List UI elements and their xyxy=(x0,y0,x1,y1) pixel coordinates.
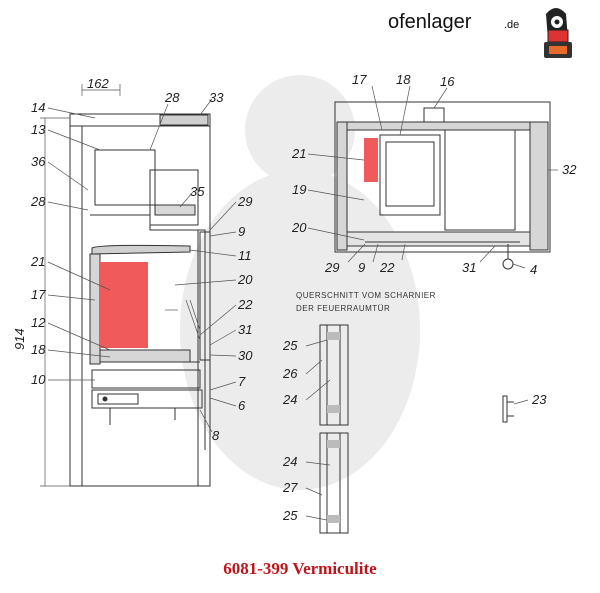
product-caption: 6081-399 Vermiculite xyxy=(223,559,377,578)
part-label: 14 xyxy=(31,100,45,115)
part-label: 24 xyxy=(282,454,297,469)
part-label: 20 xyxy=(237,272,253,287)
part-label: 21 xyxy=(30,254,45,269)
part-label: 12 xyxy=(31,315,46,330)
dim-width: 162 xyxy=(87,76,109,91)
brand-name: ofenlager xyxy=(388,11,472,33)
dim-height: 914 xyxy=(12,328,27,350)
part-label: 30 xyxy=(238,348,253,363)
brand-logo: ofenlager .de xyxy=(388,8,572,58)
part-label: 31 xyxy=(238,322,252,337)
part-label: 26 xyxy=(282,366,298,381)
part-label: 7 xyxy=(238,374,246,389)
part-label: 16 xyxy=(440,74,455,89)
part-label: 13 xyxy=(31,122,46,137)
highlighted-part-21 xyxy=(100,262,148,348)
part-label: 18 xyxy=(396,72,411,87)
part-label: 6 xyxy=(238,398,246,413)
part-label: 32 xyxy=(562,162,577,177)
hinge-section-view xyxy=(305,324,349,534)
part-label: 24 xyxy=(282,392,297,407)
section-note-line-2: DER FEUERRAUMTÜR xyxy=(296,304,390,313)
part-label: 8 xyxy=(212,428,220,443)
part-label: 22 xyxy=(379,260,395,275)
part-label: 28 xyxy=(164,90,180,105)
part-label: 4 xyxy=(530,262,537,277)
part-label: 33 xyxy=(209,90,224,105)
mascot-icon xyxy=(544,8,572,58)
part-label: 17 xyxy=(31,287,46,302)
part-label: 20 xyxy=(291,220,307,235)
part-label: 23 xyxy=(531,392,547,407)
part-label: 9 xyxy=(358,260,365,275)
part-label: 18 xyxy=(31,342,46,357)
part-label: 10 xyxy=(31,372,46,387)
part-label: 17 xyxy=(352,72,367,87)
part-label: 31 xyxy=(462,260,476,275)
part-label: 29 xyxy=(324,260,339,275)
part-label: 21 xyxy=(291,146,306,161)
section-note-line-1: QUERSCHNITT VOM SCHARNIER xyxy=(296,291,436,300)
part-label: 25 xyxy=(282,338,298,353)
side-section-view: 162 914 xyxy=(12,76,237,487)
top-section-view xyxy=(307,85,558,270)
part-label: 9 xyxy=(238,224,245,239)
part-label: 22 xyxy=(237,297,253,312)
highlighted-part-21-top xyxy=(364,138,378,182)
watermark-mascot xyxy=(180,75,420,490)
part-label: 19 xyxy=(292,182,306,197)
part-label: 28 xyxy=(30,194,46,209)
part-label: 36 xyxy=(31,154,46,169)
part-label: 25 xyxy=(282,508,298,523)
part-label: 29 xyxy=(237,194,252,209)
hinge-part-23 xyxy=(502,395,529,423)
part-label: 35 xyxy=(190,184,205,199)
part-label: 27 xyxy=(282,480,298,495)
part-label: 11 xyxy=(238,248,252,263)
brand-suffix: .de xyxy=(504,19,519,31)
